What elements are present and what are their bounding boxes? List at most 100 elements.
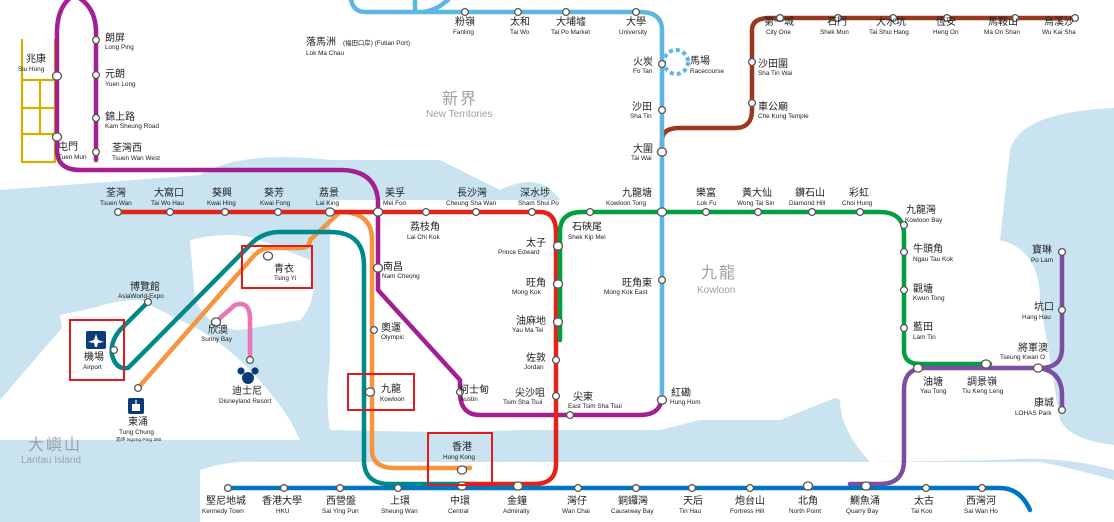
station-diamond-hill-en[interactable]: Diamond Hill — [789, 200, 825, 207]
station-marker-sha-tin-wai[interactable] — [747, 57, 757, 67]
station-north-point-zh[interactable]: 北角 — [798, 495, 818, 507]
station-hong-kong-zh[interactable]: 香港 — [452, 441, 472, 453]
station-cheung-sha-wan-en[interactable]: Cheung Sha Wan — [446, 200, 497, 207]
station-marker-sha-tin[interactable] — [657, 105, 667, 115]
station-diamond-hill-zh[interactable]: 鑽石山 — [795, 186, 825, 199]
station-mong-kok-east-zh[interactable]: 旺角東 — [622, 276, 652, 289]
station-mong-kok-east-en[interactable]: Mong Kok East — [604, 289, 648, 296]
station-tin-hau-en[interactable]: Tin Hau — [679, 508, 702, 515]
station-city-one-zh[interactable]: 第一城 — [764, 15, 794, 28]
station-marker-tsuen-wan[interactable] — [113, 207, 123, 217]
station-racecourse-zh[interactable]: 馬場 — [690, 54, 710, 67]
station-mong-kok-zh[interactable]: 旺角 — [526, 277, 546, 289]
station-tai-po-market-en[interactable]: Tai Po Market — [551, 29, 590, 36]
station-olympic-zh[interactable]: 奧運 — [381, 321, 401, 334]
station-kowloon-tong-zh[interactable]: 九龍塘 — [622, 186, 652, 199]
station-causeway-bay-en[interactable]: Causeway Bay — [611, 508, 654, 515]
station-tsim-sha-tsui-zh[interactable]: 尖沙咀 — [515, 386, 545, 399]
station-olympic-en[interactable]: Olympic — [381, 334, 405, 341]
station-jordan-en[interactable]: Jordan — [524, 364, 544, 371]
station-po-lam-en[interactable]: Po Lam — [1031, 257, 1053, 264]
station-tsuen-wan-west-zh[interactable]: 荃灣西 — [112, 141, 142, 154]
station-tai-wo-zh[interactable]: 太和 — [510, 15, 530, 28]
station-tai-po-market-zh[interactable]: 大埔墟 — [556, 15, 586, 28]
station-airport-en[interactable]: Airport — [83, 364, 102, 371]
station-marker-yuen-long[interactable] — [91, 70, 101, 80]
station-marker-sham-shui-po[interactable] — [527, 207, 537, 217]
station-sunny-bay-zh[interactable]: 欣澳 — [208, 323, 228, 336]
station-wu-kai-sha-en[interactable]: Wu Kai Sha — [1042, 29, 1076, 36]
station-tseung-kwan-o-zh[interactable]: 將軍澳 — [1018, 341, 1048, 354]
station-asiaworld-expo-en[interactable]: AsiaWorld-Expo — [118, 293, 164, 300]
station-marker-kennedy-town[interactable] — [223, 483, 233, 493]
station-yuen-long-en[interactable]: Yuen Long — [105, 81, 136, 88]
station-airport-zh[interactable]: 機場 — [84, 350, 104, 363]
station-kennedy-town-en[interactable]: Kennedy Town — [202, 508, 244, 515]
station-quarry-bay-zh[interactable]: 鰂魚涌 — [850, 494, 880, 507]
station-marker-hung-hom[interactable] — [656, 395, 668, 405]
station-sha-tin-zh[interactable]: 沙田 — [632, 101, 652, 113]
station-marker-tin-hau[interactable] — [687, 483, 697, 493]
station-marker-causeway-bay[interactable] — [631, 483, 641, 493]
station-marker-lam-tin[interactable] — [899, 323, 909, 333]
station-admiralty-en[interactable]: Admiralty — [503, 508, 530, 515]
station-heng-on-en[interactable]: Heng On — [933, 29, 959, 36]
station-hku-zh[interactable]: 香港大學 — [262, 494, 302, 507]
station-prince-edward-zh[interactable]: 太子 — [526, 236, 546, 249]
station-tai-wo-en[interactable]: Tai Wo — [510, 29, 530, 36]
station-tung-chung-en[interactable]: Tung Chung — [119, 429, 154, 436]
station-marker-sunny-bay[interactable] — [210, 317, 222, 327]
station-tai-koo-en[interactable]: Tai Koo — [911, 508, 933, 515]
station-marker-lok-fu[interactable] — [701, 207, 711, 217]
station-wong-tai-sin-en[interactable]: Wong Tai Sin — [737, 200, 775, 207]
station-lohas-park-en[interactable]: LOHAS Park — [1015, 410, 1052, 417]
station-marker-disneyland-resort[interactable] — [245, 355, 255, 365]
station-university-en[interactable]: University — [619, 29, 648, 36]
station-siu-hong-zh[interactable]: 兆康 — [26, 52, 46, 65]
station-marker-lohas-park[interactable] — [1057, 405, 1067, 415]
station-kwun-tong-en[interactable]: Kwun Tong — [913, 295, 945, 302]
station-hku-en[interactable]: HKU — [276, 508, 290, 515]
station-marker-north-point[interactable] — [802, 481, 814, 491]
station-tai-shui-hang-zh[interactable]: 大水坑 — [876, 15, 906, 28]
station-kam-sheung-road-en[interactable]: Kam Sheung Road — [105, 123, 159, 130]
station-marker-university[interactable] — [631, 7, 641, 17]
station-marker-quarry-bay[interactable] — [860, 481, 872, 491]
station-marker-heng-on[interactable] — [942, 13, 952, 23]
station-city-one-en[interactable]: City One — [766, 29, 791, 36]
station-east-tsim-sha-tsui-en[interactable]: East Tsim Sha Tsui — [568, 403, 622, 410]
station-tiu-keng-leng-en[interactable]: Tiu Keng Leng — [962, 388, 1004, 395]
station-marker-tsing-yi[interactable] — [262, 251, 274, 261]
station-hang-hau-zh[interactable]: 坑口 — [1034, 300, 1054, 313]
station-marker-kam-sheung-road[interactable] — [91, 113, 101, 123]
station-marker-ma-on-shan[interactable] — [1010, 13, 1020, 23]
station-lohas-park-zh[interactable]: 康城 — [1034, 396, 1054, 409]
station-marker-admiralty[interactable] — [512, 481, 524, 491]
station-shek-mun-en[interactable]: Shek Mun — [820, 29, 849, 36]
station-marker-tai-po-market[interactable] — [561, 7, 571, 17]
station-sham-shui-po-en[interactable]: Sham Shui Po — [518, 200, 559, 207]
station-sheung-wan-en[interactable]: Sheung Wan — [381, 508, 418, 515]
station-marker-jordan[interactable] — [551, 355, 561, 365]
station-central-zh[interactable]: 中環 — [450, 494, 470, 507]
station-marker-mong-kok[interactable] — [552, 279, 564, 289]
station-austin-en[interactable]: Austin — [460, 396, 478, 403]
station-kowloon-en[interactable]: Kowloon — [380, 396, 405, 403]
station-causeway-bay-zh[interactable]: 銅鑼灣 — [618, 494, 648, 507]
station-marker-sai-ying-pun[interactable] — [335, 483, 345, 493]
station-marker-sheung-wan[interactable] — [393, 483, 403, 493]
station-marker-siu-hong[interactable] — [51, 71, 63, 81]
station-marker-asiaworld-expo[interactable] — [143, 297, 153, 307]
station-cheung-sha-wan-zh[interactable]: 長沙灣 — [457, 187, 487, 199]
station-sunny-bay-en[interactable]: Sunny Bay — [201, 336, 233, 343]
station-marker-mei-foo[interactable] — [372, 207, 384, 217]
station-marker-wan-chai[interactable] — [573, 483, 583, 493]
station-fo-tan-en[interactable]: Fo Tan — [633, 68, 653, 75]
station-marker-kowloon-tong[interactable] — [656, 207, 668, 217]
station-ngau-tau-kok-zh[interactable]: 牛頭角 — [913, 242, 943, 255]
station-disneyland-en[interactable]: Disneyland Resort — [219, 398, 271, 405]
station-lok-fu-en[interactable]: Lok Fu — [697, 200, 717, 207]
station-racecourse-en[interactable]: Racecourse — [690, 68, 725, 75]
station-marker-austin[interactable] — [455, 387, 465, 397]
station-wan-chai-zh[interactable]: 灣仔 — [567, 495, 587, 507]
